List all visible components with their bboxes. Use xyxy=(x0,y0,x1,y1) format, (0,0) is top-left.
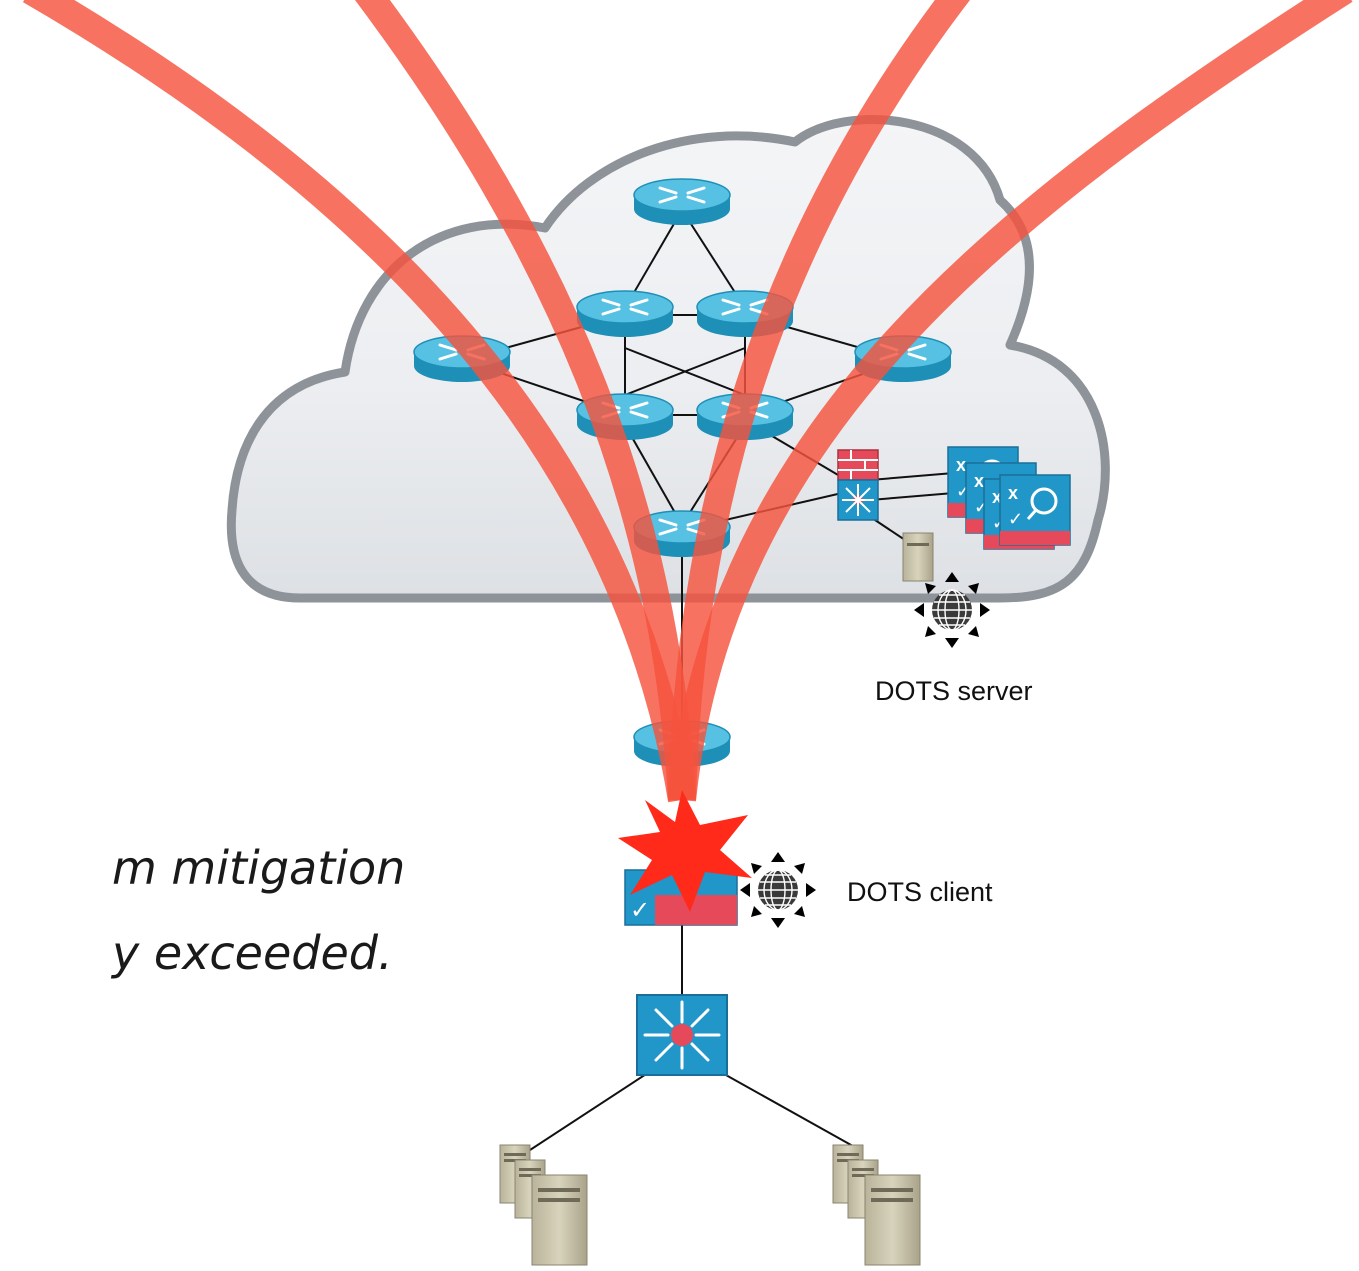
caption-line-2: y exceeded. xyxy=(112,926,393,980)
dots-globe-icon xyxy=(739,851,817,929)
server-cluster-right xyxy=(832,1144,921,1266)
firewall-icon xyxy=(837,449,879,481)
router-icon xyxy=(632,177,732,227)
dots-server-label: DOTS server xyxy=(875,676,1033,706)
server-icon xyxy=(902,532,934,582)
attack-burst-icon xyxy=(618,790,752,912)
server-cluster-left xyxy=(499,1144,588,1266)
caption-line-1: m mitigation xyxy=(112,841,406,895)
attack-streams xyxy=(22,0,1353,803)
svg-text:✓: ✓ xyxy=(630,897,650,924)
switch-icon xyxy=(837,479,879,521)
router-icon xyxy=(575,289,675,339)
multilayer-switch-icon xyxy=(636,994,728,1076)
dots-client-label: DOTS client xyxy=(847,877,993,907)
